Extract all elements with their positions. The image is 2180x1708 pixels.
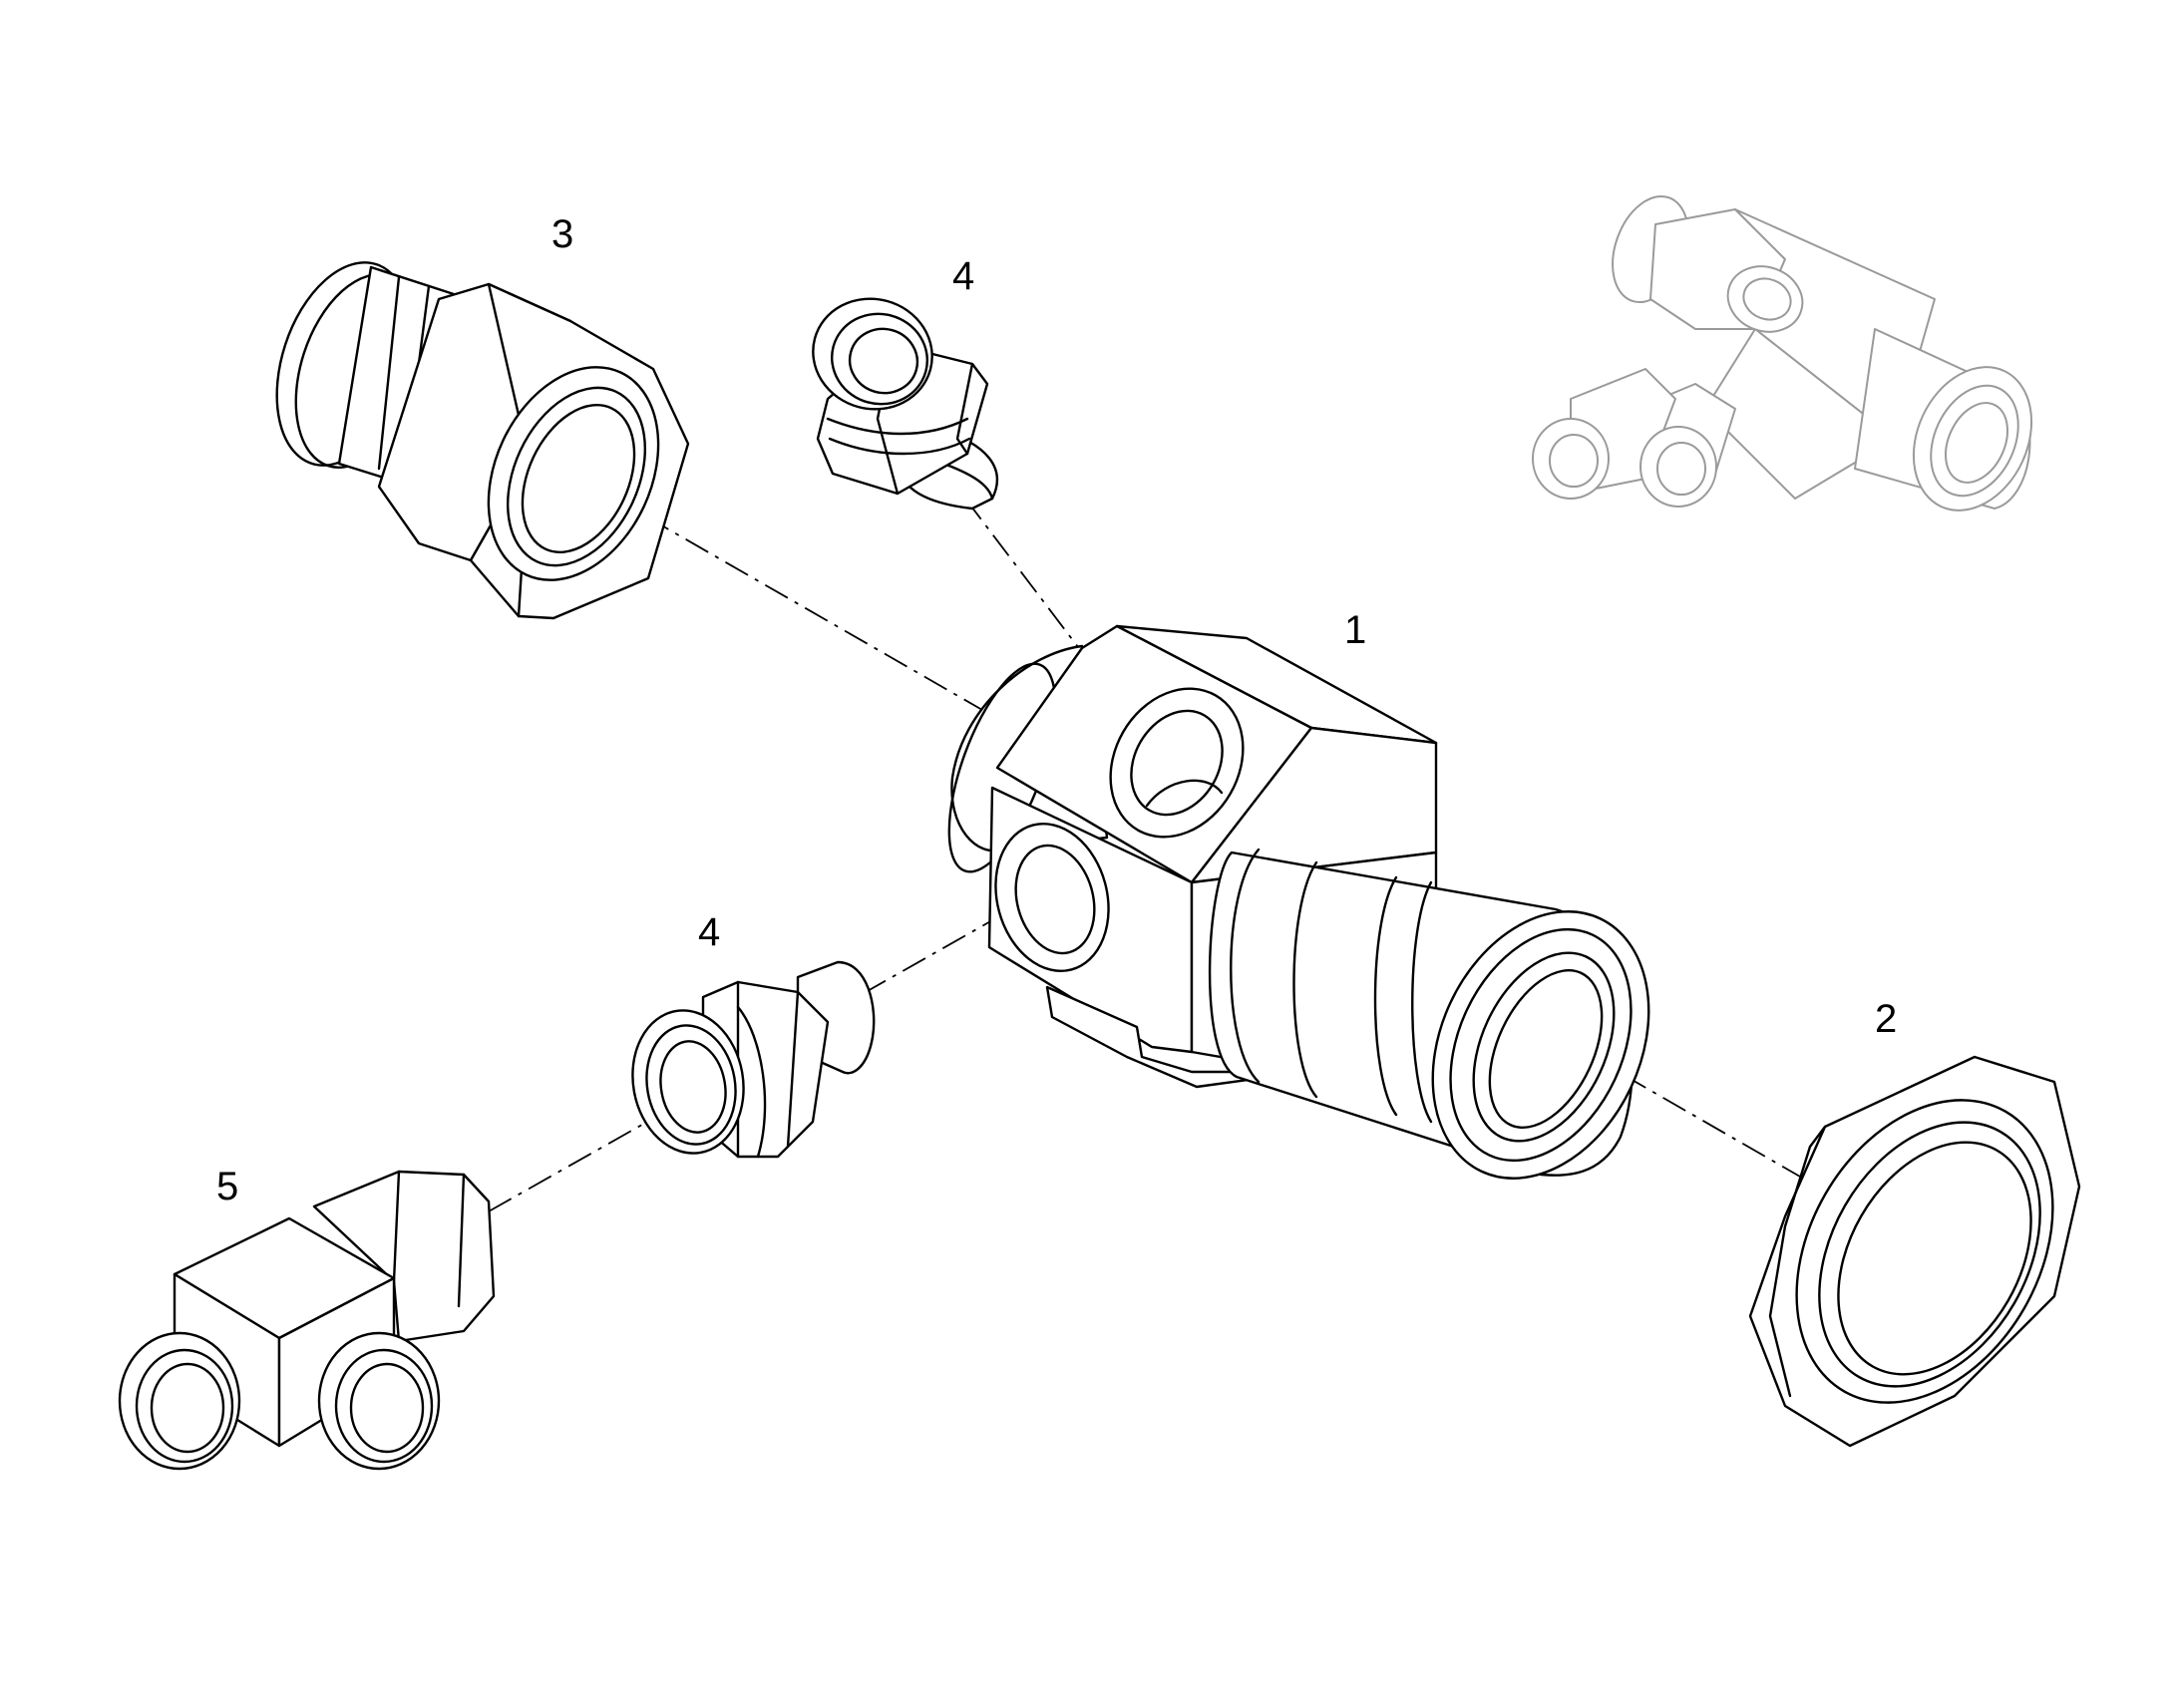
callout-4-mid: 4: [698, 910, 720, 954]
callout-1: 1: [1344, 608, 1366, 652]
part-adapter-top: [812, 297, 998, 511]
leader-adapter-top-to-body: [964, 498, 1186, 789]
part-swivel: [275, 261, 690, 620]
callout-4-top: 4: [952, 254, 974, 298]
callout-2: 2: [1875, 997, 1897, 1041]
part-tee: [118, 1170, 496, 1471]
callout-5: 5: [216, 1165, 238, 1208]
assembled-view-thumbnail: [1532, 194, 2033, 512]
callout-labels: 1 2 3 4 4 5: [216, 212, 1897, 1208]
leader-tee-to-adapter: [488, 1116, 657, 1212]
part-body: [947, 624, 1650, 1180]
callout-3: 3: [551, 212, 573, 256]
part-adapter-mid: [631, 960, 876, 1159]
part-nut: [1748, 1055, 2081, 1448]
